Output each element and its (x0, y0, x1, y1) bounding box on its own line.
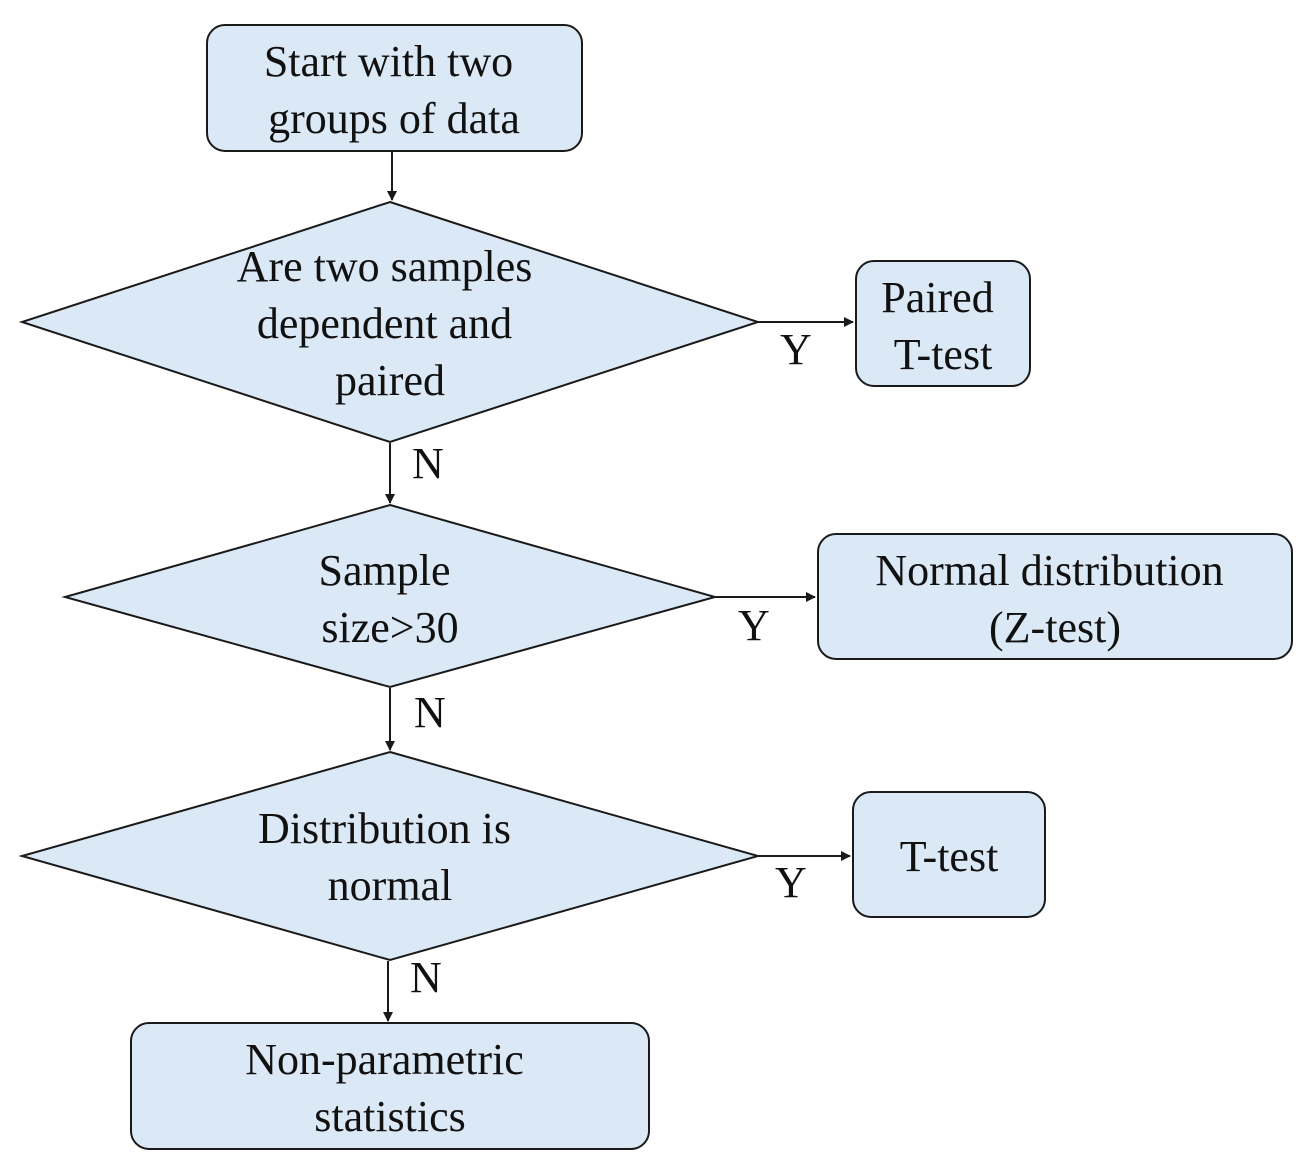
decision-sample-size: Sample size>30 (61, 503, 719, 689)
svg-text:Non-parametric statistic: Non-parametric statistics (245, 1035, 535, 1141)
svg-text:Sample size>30: Sample size>30 (319, 546, 462, 652)
edge-label-normal-yes: Y (775, 858, 807, 907)
svg-text:Are two samples dependen: Are two samples dependent and paired (237, 242, 544, 405)
decision-sample-size-line-1: Sample (319, 546, 451, 595)
node-ttest: T-test (852, 791, 1046, 918)
edge-label-normal-no: N (410, 953, 442, 1002)
svg-text:T-test: T-test (900, 832, 999, 881)
svg-text:Distribution is normal: Distribution is normal (258, 804, 522, 910)
decision-normal: Distribution is normal (18, 750, 762, 962)
edge-label-paired-yes: Y (780, 325, 812, 374)
node-paired-ttest-line-2: T-test (894, 330, 993, 379)
node-z-test-line-1: Normal distribution (875, 546, 1223, 595)
decision-normal-line-1: Distribution is (258, 804, 511, 853)
node-nonparametric-line-1: Non-parametric (245, 1035, 524, 1084)
decision-paired-line-3: paired (335, 356, 445, 405)
node-z-test: Normal distribution (Z-test) (817, 533, 1293, 660)
node-start-line-1: Start with two (264, 37, 513, 86)
svg-text:Normal distribution (Z-t: Normal distribution (Z-test) (875, 546, 1234, 652)
edge-label-size-yes: Y (738, 601, 770, 650)
svg-text:Paired T-test: Paired T-test (881, 273, 1004, 379)
decision-normal-line-2: normal (328, 861, 453, 910)
decision-sample-size-line-2: size>30 (321, 603, 458, 652)
node-nonparametric: Non-parametric statistics (130, 1022, 650, 1150)
node-paired-ttest-line-1: Paired (881, 273, 993, 322)
node-ttest-line-1: T-test (900, 832, 999, 881)
svg-text:Start with two groups of: Start with two groups of data (264, 37, 524, 143)
edge-label-size-no: N (414, 688, 446, 737)
decision-paired-line-1: Are two samples (237, 242, 533, 291)
edge-label-paired-no: N (412, 439, 444, 488)
decision-paired-line-2: dependent and (257, 299, 512, 348)
node-nonparametric-line-2: statistics (314, 1092, 466, 1141)
decision-paired: Are two samples dependent and paired (18, 200, 762, 444)
node-paired-ttest: Paired T-test (855, 260, 1031, 387)
node-start-line-2: groups of data (268, 94, 520, 143)
node-z-test-line-2: (Z-test) (989, 603, 1121, 652)
node-start: Start with two groups of data (206, 24, 583, 152)
